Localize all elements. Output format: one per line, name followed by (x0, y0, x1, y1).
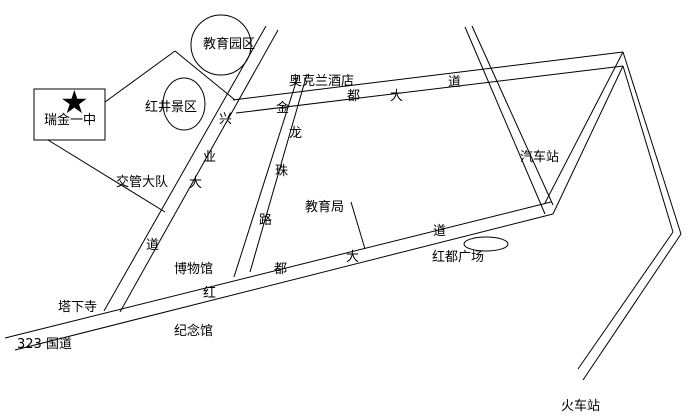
jinlong-road-char: 路 (259, 213, 273, 228)
east-connector-inner (552, 65, 624, 215)
east-connector-outer (544, 51, 624, 204)
bus-station-road-west-edge (464, 26, 546, 215)
hongdu-avenue-char: 道 (433, 224, 447, 239)
school-access-line-upper (104, 50, 176, 103)
national-road-label: 323 国道 (17, 337, 72, 352)
hongdu-square-label: 红都广场 (432, 250, 485, 265)
star-icon: ★ (60, 83, 89, 121)
taxia-temple-label: 塔下寺 (58, 300, 98, 315)
education-park-label: 教育园区 (203, 37, 256, 52)
hongdu-avenue-char: 都 (274, 262, 288, 277)
xingye-avenue-road-east-edge (119, 29, 279, 313)
bus-station-label: 汽车站 (520, 150, 560, 165)
jinlong-road-west-edge (233, 75, 299, 278)
railway-road-lower-west (577, 231, 674, 370)
railway-road-upper-west (622, 65, 674, 233)
traffic-police-label: 交管大队 (116, 175, 169, 190)
school-label: 瑞金一中 (44, 113, 97, 128)
upper-avenue-char: 大 (390, 89, 404, 104)
education-bureau-label: 教育局 (305, 200, 345, 215)
railway-road-upper-east (622, 51, 682, 235)
school-access-line-lower (47, 139, 166, 213)
hongdu-avenue-road-south-edge (14, 213, 554, 351)
railway-station-label: 火车站 (561, 399, 601, 414)
xingye-avenue-road-west-edge (103, 25, 267, 312)
education-bureau-pointer (350, 201, 366, 250)
school-marker-box (33, 88, 106, 141)
hongdu-avenue-char: 大 (346, 250, 360, 265)
upper-avenue-char: 道 (448, 75, 462, 90)
upper-avenue-road-north-edge (232, 51, 624, 101)
museum-label: 博物馆 (174, 262, 214, 277)
hongdu-avenue-char: 红 (203, 286, 217, 301)
olympic-hotel-label: 奥克兰酒店 (289, 74, 355, 89)
jinlong-road-char: 龙 (289, 126, 303, 141)
hongdu-square-ellipse (463, 236, 509, 252)
bus-station-road-east-edge (471, 25, 554, 206)
hongjing-scenic-circle (162, 77, 206, 131)
upper-avenue-road-south-edge (235, 65, 624, 114)
school-access-line-to-road (174, 50, 236, 101)
jinlong-road-char: 金 (276, 101, 290, 116)
jinlong-road-east-edge (249, 73, 308, 273)
xingye-avenue-char: 业 (203, 150, 217, 165)
jinlong-road-char: 珠 (275, 164, 289, 179)
railway-road-lower-east (582, 233, 682, 381)
hongdu-avenue-road-north-edge (4, 201, 552, 339)
memorial-hall-label: 纪念馆 (174, 324, 214, 339)
hongjing-scenic-label: 红井景区 (145, 100, 198, 115)
xingye-avenue-char: 道 (146, 238, 160, 253)
upper-avenue-char: 都 (347, 89, 361, 104)
xingye-avenue-char: 兴 (219, 112, 233, 127)
education-park-circle (190, 14, 252, 76)
xingye-avenue-char: 大 (189, 176, 203, 191)
